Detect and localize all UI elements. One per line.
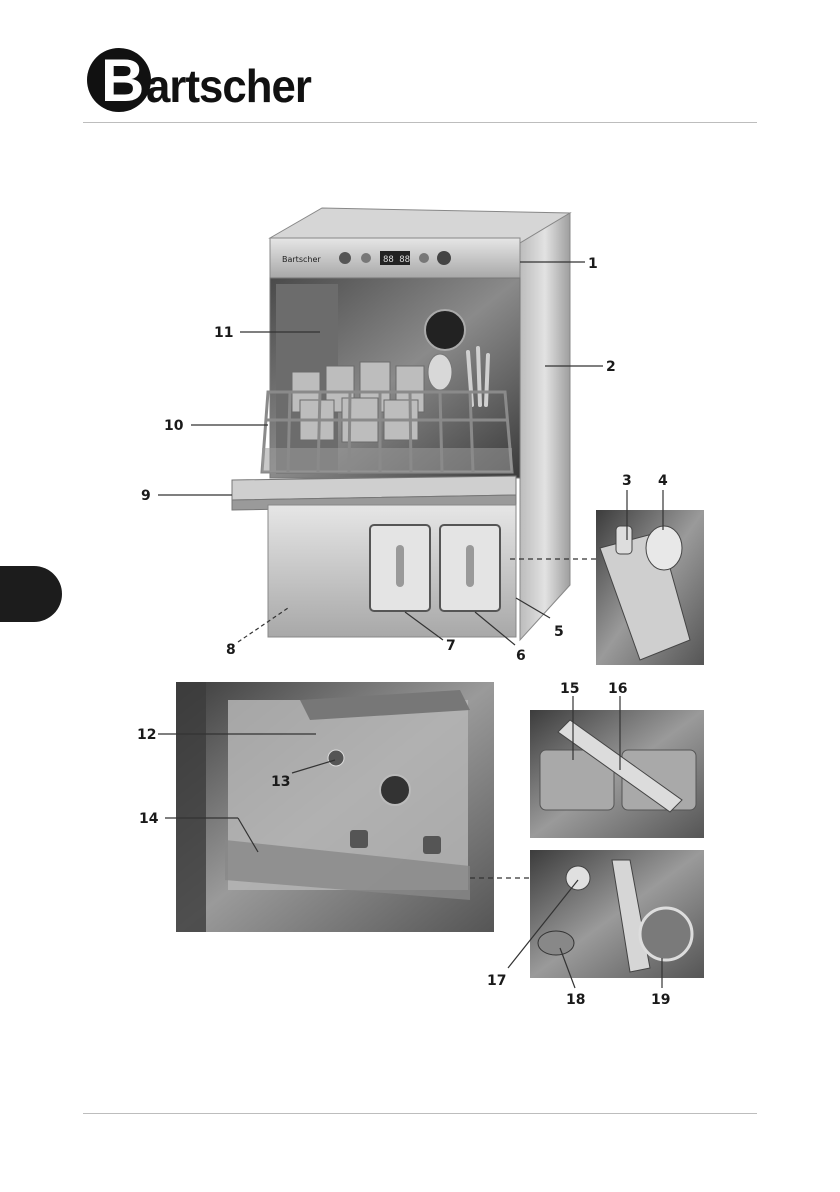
power-button [339,252,351,264]
dishwasher-main: Bartscher 88 88 [232,208,570,640]
inset-filters [530,710,704,838]
spray-port [425,310,465,350]
callout-9: 9 [141,488,151,504]
start-button [437,251,451,265]
panel-display-readout: 88 88 [383,255,410,265]
callout-6: 6 [516,648,526,664]
callout-8: 8 [226,642,236,658]
panel-button-2 [419,253,429,263]
callout-17: 17 [487,973,506,989]
panel-brand-badge: Bartscher [282,255,321,264]
callout-2: 2 [606,359,616,375]
inset-detergent [596,510,704,665]
callout-15: 15 [560,681,579,697]
callout-18: 18 [566,992,585,1008]
callout-1: 1 [588,256,598,272]
callout-7: 7 [446,638,456,654]
callout-3: 3 [622,473,632,489]
callout-4: 4 [658,473,668,489]
callout-19: 19 [651,992,670,1008]
callout-16: 16 [608,681,627,697]
callout-5: 5 [554,624,564,640]
inset-pump-filter [530,850,704,978]
callout-13: 13 [271,774,290,790]
pump-filter [640,908,692,960]
callout-10: 10 [164,418,184,434]
inset-interior [176,682,494,932]
callout-11: 11 [214,325,233,341]
panel-button-1 [361,253,371,263]
callout-12: 12 [137,727,156,743]
callout-14: 14 [139,811,159,827]
